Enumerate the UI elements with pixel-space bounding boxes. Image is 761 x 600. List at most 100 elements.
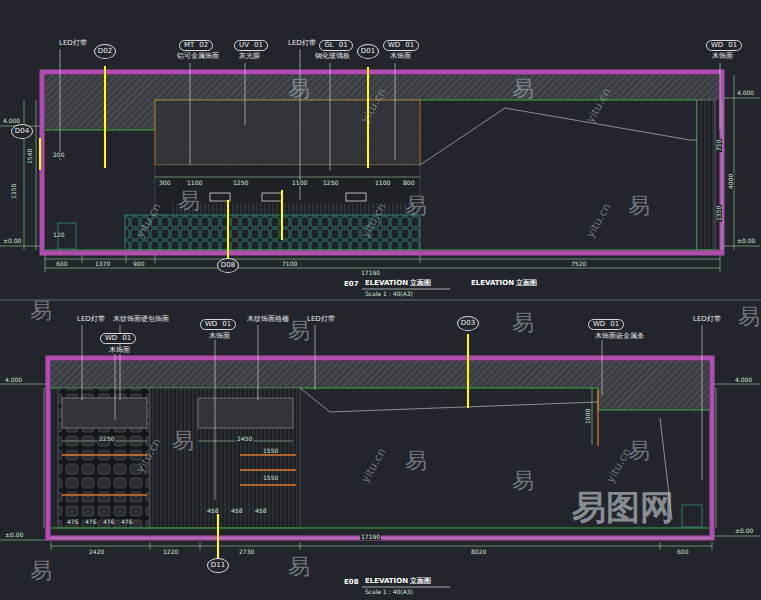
dimension-lines	[126, 255, 127, 263]
tag-code: WD	[593, 320, 605, 328]
dimension-text: ±0.00	[4, 532, 24, 538]
dimension-lines	[420, 255, 421, 263]
shelves	[240, 454, 296, 456]
watermark: 易	[288, 556, 310, 578]
dimension-text: 1550	[262, 448, 279, 454]
title-underline	[362, 587, 450, 588]
material-tag: WD01	[100, 333, 136, 344]
dimension-lines	[45, 255, 46, 272]
dimension-text: 4.000	[4, 377, 23, 383]
material-note: LED灯带	[692, 316, 722, 323]
drawing-title: E07	[343, 281, 360, 288]
section-markers	[39, 138, 41, 170]
material-tag: WD01	[200, 319, 236, 330]
shelves	[240, 469, 296, 471]
dimension-lines	[0, 75, 760, 272]
dimension-text: 476	[84, 519, 97, 525]
section-callout: D11	[207, 558, 229, 573]
material-tag: WD 01	[706, 40, 742, 51]
watermark: 易	[405, 450, 427, 472]
section-callout: D08	[217, 258, 239, 273]
shelves	[62, 455, 296, 495]
watermark: 易	[30, 560, 52, 582]
dimension-text: 1350	[716, 205, 722, 222]
tag-code: D04	[15, 127, 29, 135]
watermark: yitu.cn	[605, 447, 633, 485]
leader-lines	[60, 49, 720, 200]
tag-code: UV	[239, 41, 249, 49]
dimension-lines	[720, 255, 721, 272]
dimension-lines	[200, 542, 201, 550]
section-markers	[218, 334, 468, 560]
leader-lines	[258, 325, 259, 400]
dimension-lines	[0, 246, 40, 247]
perspective-line	[300, 388, 598, 412]
section-markers	[104, 66, 106, 168]
dimension-lines	[0, 384, 760, 550]
shelves	[240, 484, 296, 486]
dimension-text: 1000	[585, 408, 591, 425]
section-callout: D01	[357, 44, 379, 59]
tag-code: WD	[388, 41, 400, 49]
watermark: yitu.cn	[360, 447, 388, 485]
tag-number: 01	[610, 320, 619, 328]
dimension-text: 4000	[728, 173, 734, 190]
watermark: 易	[178, 190, 200, 212]
drawing-title: E08	[343, 579, 360, 586]
watermark: 易	[405, 195, 427, 217]
dimension-text: 458	[254, 508, 267, 514]
perspective-line	[420, 108, 697, 165]
floor-line	[51, 528, 709, 529]
dimension-text: 800	[402, 180, 415, 186]
drawing-title: ELEVATION 立面图	[364, 578, 432, 585]
dimension-text: 1370	[94, 261, 111, 267]
section-markers	[281, 190, 283, 240]
dimension-lines	[724, 246, 760, 247]
dimension-text: ±0.00	[2, 238, 22, 244]
section-callout: D02	[94, 44, 116, 59]
section-markers	[227, 200, 229, 258]
dimension-text: 1100	[186, 180, 203, 186]
leader-lines	[330, 63, 331, 170]
leader-lines	[395, 63, 396, 160]
dimension-text: 300	[158, 180, 171, 186]
section-markers	[217, 512, 219, 560]
dimension-lines	[45, 268, 720, 269]
dimension-text: 4.000	[2, 118, 21, 124]
material-tag: UV01	[234, 40, 268, 51]
material-note: LED灯带	[287, 40, 317, 47]
dimension-lines	[0, 384, 46, 385]
glass-panel	[62, 398, 147, 428]
material-note: LED灯带	[58, 40, 88, 47]
dimension-text: 476	[66, 519, 79, 525]
material-tag: WD01	[383, 40, 419, 51]
dimension-text: 4.000	[734, 377, 753, 383]
tag-number: 01	[339, 41, 348, 49]
dimension-text: 458	[230, 508, 243, 514]
leader-lines	[115, 354, 116, 420]
dimension-text: 1550	[262, 475, 279, 481]
watermark: 易	[628, 195, 650, 217]
material-note: 木饰面	[389, 53, 412, 60]
dimension-lines	[734, 75, 735, 250]
watermark-logo: 易图网	[572, 490, 674, 524]
dimension-lines	[155, 177, 420, 178]
dimension-lines	[155, 255, 156, 263]
dimension-lines	[150, 542, 151, 550]
material-tag: GL01	[319, 40, 352, 51]
leader-lines	[300, 49, 301, 200]
dimension-lines	[714, 384, 760, 385]
material-note: LED灯带	[306, 316, 336, 323]
shelves	[62, 494, 147, 496]
section-markers	[467, 334, 469, 408]
watermark: 易	[512, 470, 534, 492]
tag-code: WD	[711, 41, 723, 49]
tag-number: 01	[222, 320, 231, 328]
shelves	[62, 454, 147, 456]
tag-number: 01	[728, 41, 737, 49]
feature-panel	[155, 100, 420, 165]
leader-lines	[60, 49, 61, 160]
dimension-text: 8020	[470, 549, 487, 555]
dimension-text: 7520	[570, 261, 587, 267]
dimension-text: 1220	[162, 549, 179, 555]
